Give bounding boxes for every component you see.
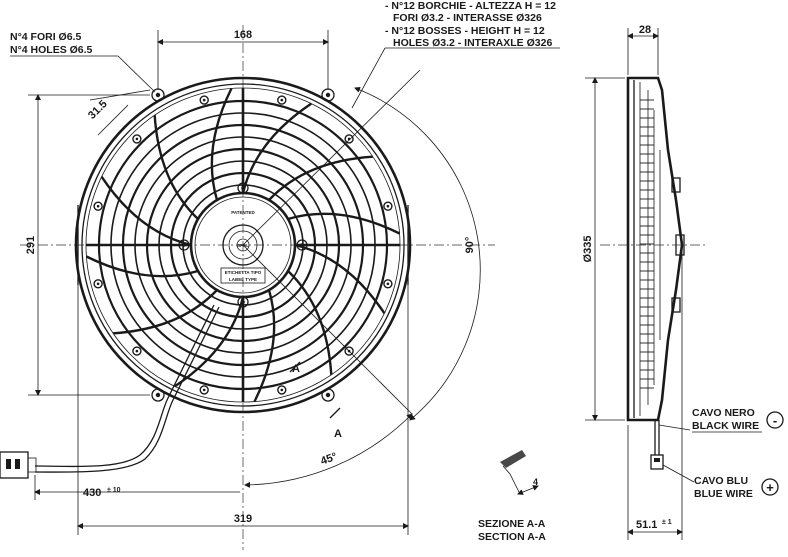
section-mark-bottom: A <box>334 428 342 440</box>
grille-spoke <box>113 289 218 335</box>
boss-hole <box>96 282 100 286</box>
black-wire-label-en: BLACK WIRE <box>692 420 759 432</box>
dim-diameter: Ø335 <box>582 236 594 263</box>
section-label-en: SECTION A-A <box>478 531 546 543</box>
dim-height: 291 <box>25 236 37 254</box>
boss-hole <box>135 137 139 141</box>
grille-spoke <box>174 296 245 388</box>
side-connector <box>650 454 664 470</box>
boss-hole <box>96 204 100 208</box>
grille-spoke <box>241 102 312 194</box>
grille-spokes <box>85 87 401 403</box>
dim-overall-depth: 51.1 <box>636 519 657 531</box>
label-plate-text-it: ETICHETTA TIPO <box>225 270 262 275</box>
grille-spoke <box>210 87 233 201</box>
hub-patented-text: PATENTED <box>231 210 255 215</box>
note-bosses-en-2: HOLES Ø3.2 - INTERAXLE Ø326 <box>393 37 552 49</box>
front-dimensions: 168 291 319 430 ± 10 31.5 90° 45° A A <box>25 29 481 535</box>
boss-hole <box>135 349 139 353</box>
dim-hole-offset: 31.5 <box>86 98 110 122</box>
positive-sign-icon <box>761 478 779 496</box>
label-plate <box>220 267 266 284</box>
section-a-a: 4 SEZIONE A-A SECTION A-A <box>478 450 546 543</box>
note-holes-it: N°4 FORI Ø6.5 <box>10 31 81 43</box>
grille-spoke <box>85 255 199 278</box>
section-label-it: SEZIONE A-A <box>478 518 546 530</box>
grille-spoke <box>153 115 199 220</box>
front-view: PATENTED SPAL ETICHETTA TIPO LABEL TYPE <box>0 25 495 550</box>
boss-hole <box>280 98 284 102</box>
dim-angle-90: 90° <box>464 237 476 254</box>
dim-bottom-width: 319 <box>234 513 252 525</box>
blue-wire-sign: + <box>766 480 774 495</box>
label-plate-text-en: LABEL TYPE <box>229 277 257 282</box>
grille-spoke <box>287 270 333 375</box>
dim-top-width: 168 <box>234 29 252 41</box>
side-fins <box>640 99 654 389</box>
black-wire-label-it: CAVO NERO <box>692 407 755 419</box>
grille-spoke <box>287 212 401 235</box>
dim-depth: 28 <box>639 24 651 36</box>
note-bosses-en-1: - N°12 BOSSES - HEIGHT H = 12 <box>385 25 545 37</box>
side-view: 28 Ø335 51.1 ± 1 CAVO NERO BLACK WIRE - … <box>582 24 784 540</box>
blue-wire-label-it: CAVO BLU <box>694 475 748 487</box>
motor-hub: PATENTED SPAL ETICHETTA TIPO LABEL TYPE <box>178 182 308 308</box>
black-wire-sign: - <box>773 413 777 428</box>
boss-hole <box>202 388 206 392</box>
notes: N°4 FORI Ø6.5 N°4 HOLES Ø6.5 - N°12 BORC… <box>10 0 560 109</box>
boss-hole <box>202 98 206 102</box>
note-bosses-it-1: - N°12 BORCHIE - ALTEZZA H = 12 <box>385 0 556 12</box>
power-cable <box>0 304 220 479</box>
dim-overall-tolerance: ± 1 <box>662 519 672 526</box>
dim-cable-length: 430 <box>83 487 101 499</box>
note-holes-en: N°4 HOLES Ø6.5 <box>10 44 93 56</box>
grille-spoke <box>253 289 276 403</box>
boss-hole <box>386 204 390 208</box>
negative-sign-icon <box>766 411 784 429</box>
section-mark-top: A <box>292 363 300 375</box>
boss-hole <box>386 282 390 286</box>
blue-wire-label-en: BLUE WIRE <box>694 488 753 500</box>
dim-cable-tolerance: ± 10 <box>107 487 121 494</box>
boss-hole <box>280 388 284 392</box>
connector <box>0 451 29 479</box>
dim-angle-45: 45° <box>319 451 339 468</box>
note-bosses-it-2: FORI Ø3.2 - INTERASSE Ø326 <box>393 12 542 24</box>
dim-section-thickness: 4 <box>533 477 538 487</box>
